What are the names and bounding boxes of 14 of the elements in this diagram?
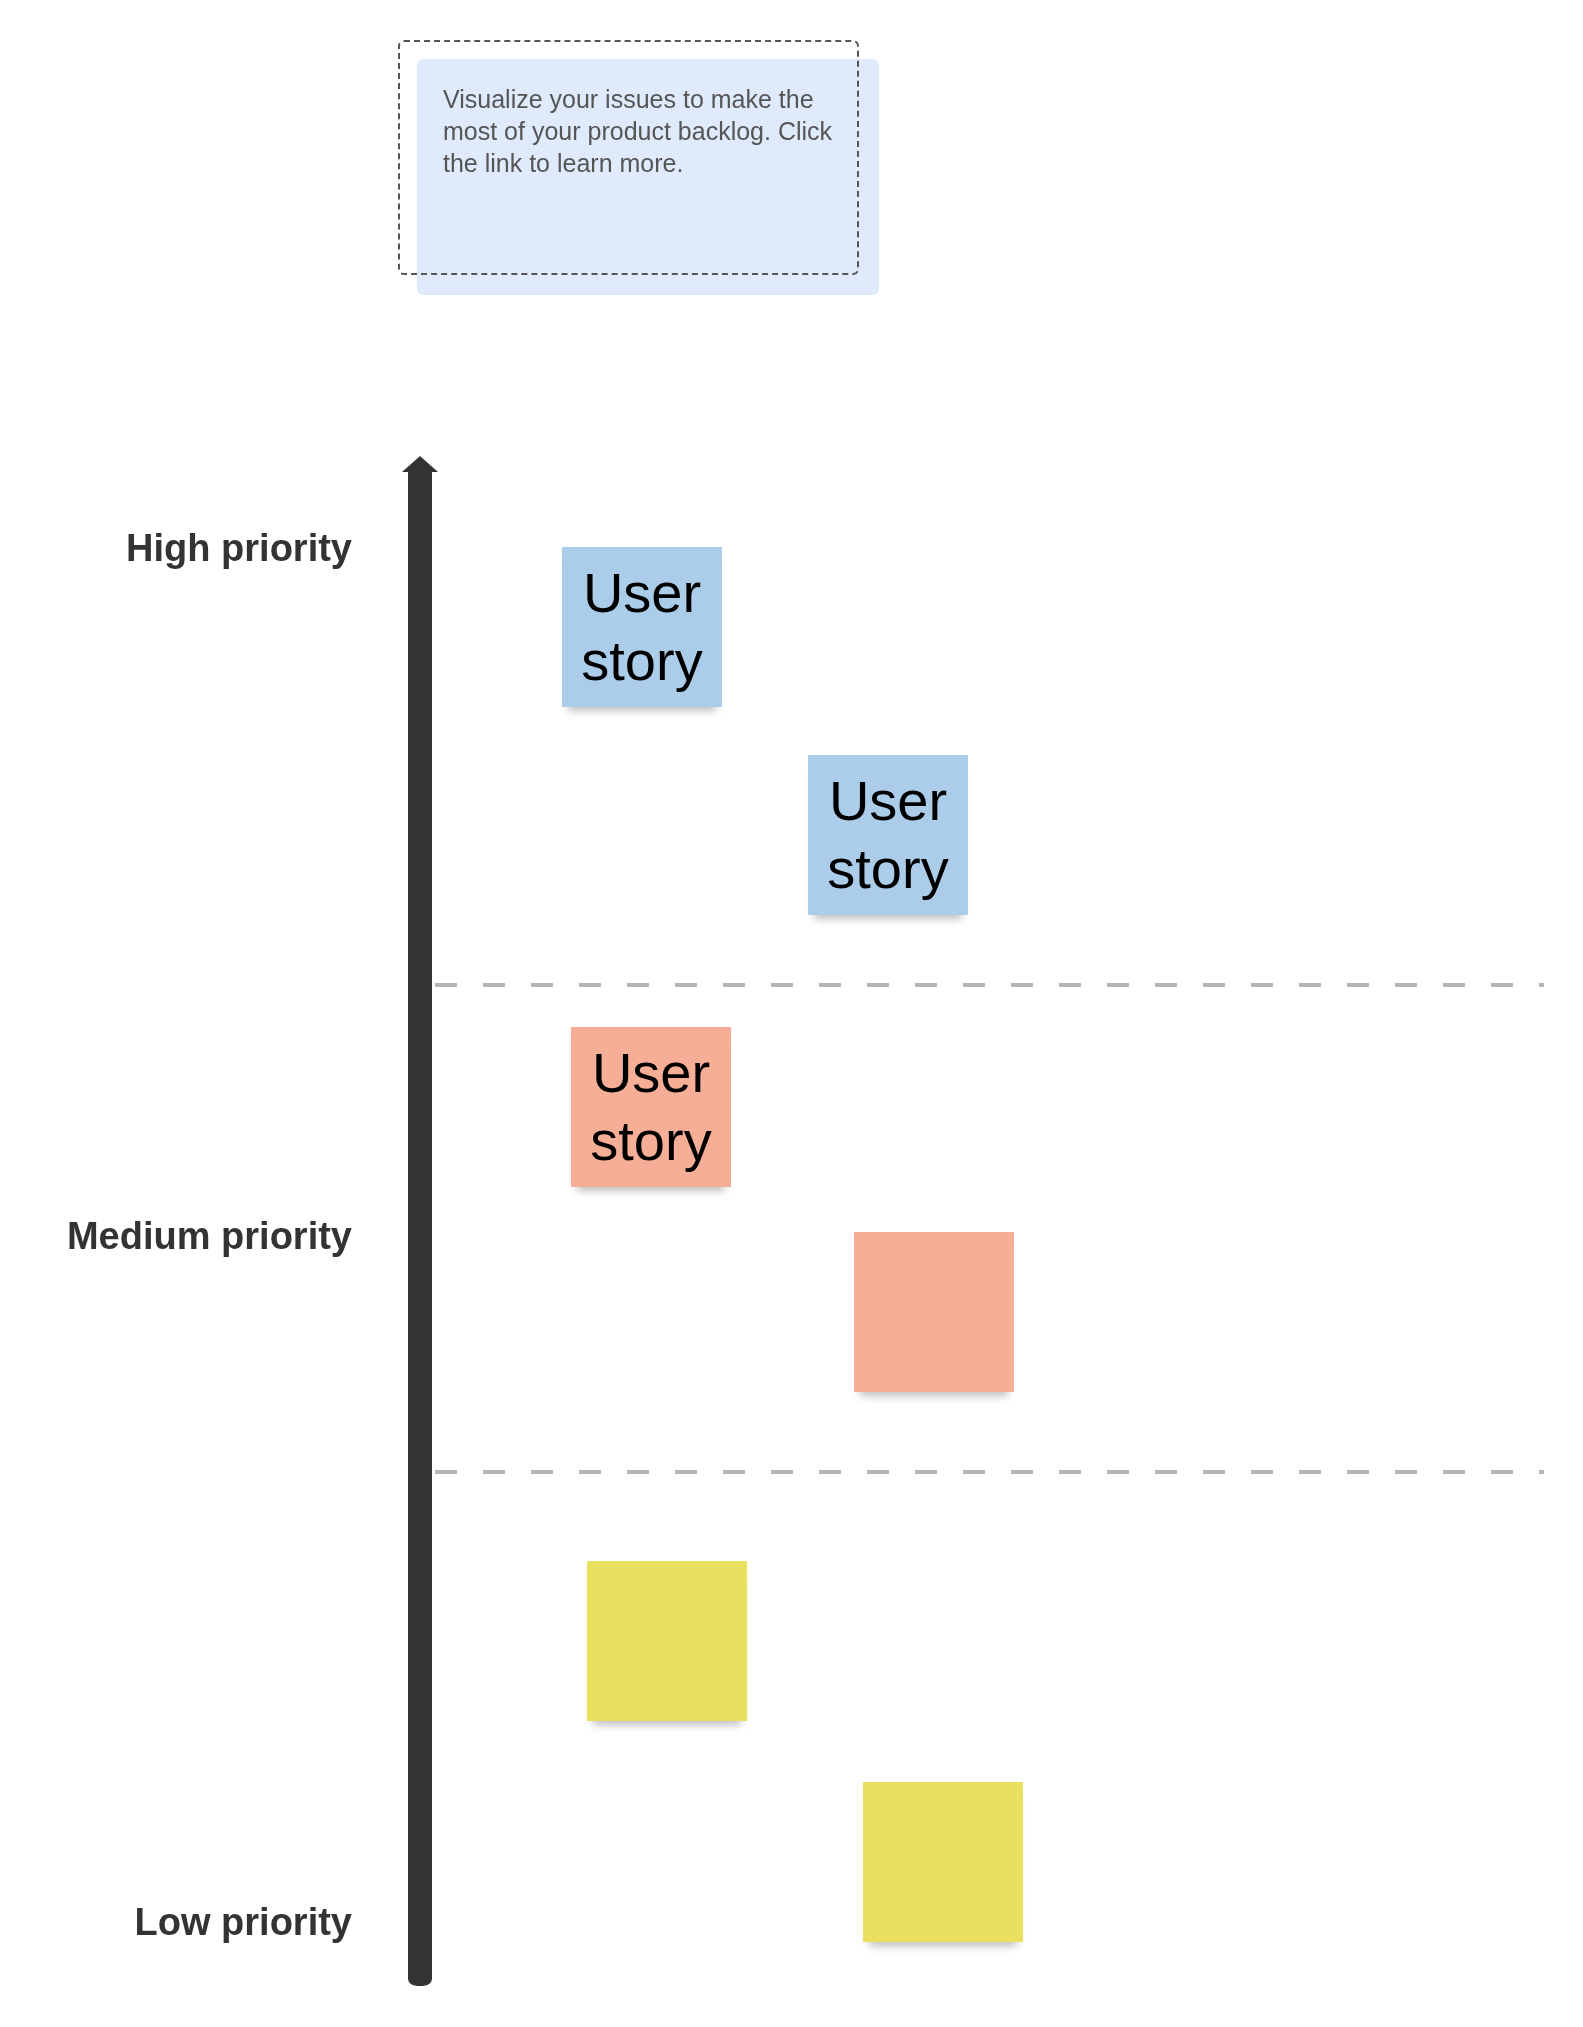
- sticky-note: [571, 1027, 731, 1187]
- card-text: Visualize your issues to make the most of your product backlog. Click the link to learn more.: [443, 84, 834, 179]
- note-text: User story: [826, 768, 950, 902]
- sticky-note: [808, 755, 968, 915]
- info-card: [417, 59, 879, 295]
- sticky-note: [854, 1232, 1014, 1392]
- axis-label: Low priority: [134, 1901, 352, 1944]
- sticky-note: [562, 547, 722, 707]
- axis-label: Medium priority: [66, 1215, 352, 1258]
- axis-label: High priority: [126, 527, 352, 570]
- sticky-note: [863, 1782, 1023, 1942]
- sticky-note: [587, 1561, 747, 1721]
- note-text: User story: [589, 1040, 713, 1174]
- note-text: User story: [580, 560, 704, 694]
